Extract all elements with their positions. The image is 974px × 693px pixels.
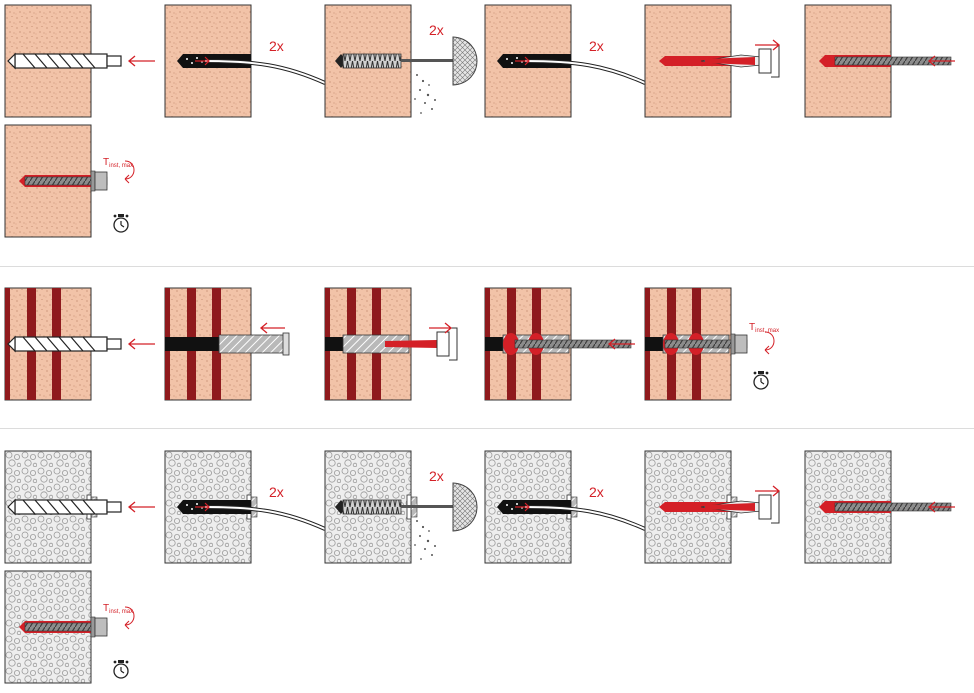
torque-label: Tinst, max [103, 603, 133, 615]
direction-arrow-icon [128, 501, 156, 513]
direction-arrow-icon [429, 322, 453, 334]
step-3-5 [644, 450, 805, 569]
step-1-5 [644, 4, 805, 123]
step-2-4 [484, 287, 645, 406]
row-divider [0, 428, 974, 429]
drill-bit-icon [7, 499, 122, 515]
curing-timer-icon [752, 370, 770, 390]
torque-label: Tinst, max [103, 157, 133, 169]
step-3-6 [804, 450, 965, 569]
repeat-count-label: 2x [429, 468, 444, 484]
step-2-2 [164, 287, 325, 406]
direction-arrow-icon [128, 55, 156, 67]
repeat-count-label: 2x [589, 484, 604, 500]
step-3-1 [4, 450, 165, 569]
step-3-3: 2x [324, 450, 485, 569]
repeat-count-label: 2x [589, 38, 604, 54]
torque-arrow-icon [764, 331, 775, 355]
torque-label: Tinst, max [749, 322, 779, 334]
row-divider [0, 266, 974, 267]
curing-timer-icon [112, 659, 130, 679]
drill-bit-icon [7, 53, 122, 69]
step-1-7: Tinst, max [4, 124, 165, 243]
step-1-2: 2x [164, 4, 327, 123]
step-1-4: 2x [484, 4, 647, 123]
curing-timer-icon [112, 213, 130, 233]
step-2-5: Tinst, max [644, 287, 805, 406]
repeat-count-label: 2x [429, 22, 444, 38]
step-3-2: 2x [164, 450, 327, 569]
repeat-count-label: 2x [269, 38, 284, 54]
step-2-3 [324, 287, 485, 406]
repeat-count-label: 2x [269, 484, 284, 500]
step-2-1 [4, 287, 165, 406]
drill-bit-icon [7, 336, 122, 352]
step-3-7: Tinst, max [4, 570, 165, 689]
step-1-3: 2x [324, 4, 485, 123]
direction-arrow-icon [128, 338, 156, 350]
step-3-4: 2x [484, 450, 647, 569]
step-1-6 [804, 4, 965, 123]
step-1-1 [4, 4, 165, 123]
